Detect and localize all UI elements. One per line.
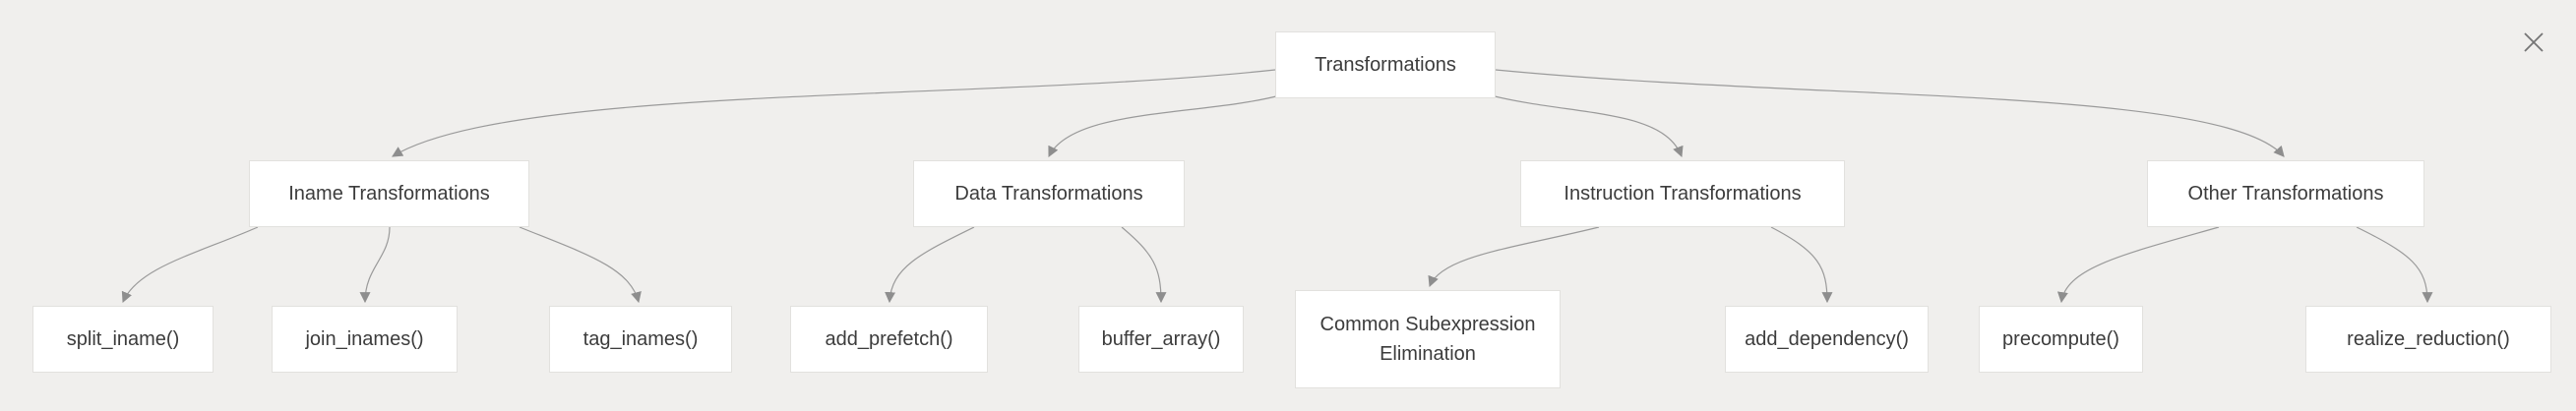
node-add-prefetch: add_prefetch() — [790, 306, 988, 373]
edge-data-to-buffer-array — [1121, 226, 1167, 304]
node-realize-reduction: realize_reduction() — [2305, 306, 2551, 373]
edge-iname-to-join-inames — [359, 226, 391, 304]
edge-iname-to-tag-inames — [519, 226, 642, 304]
edge-root-to-data — [1048, 94, 1281, 157]
edge-data-to-add-prefetch — [885, 226, 975, 304]
close-button[interactable] — [2515, 24, 2552, 61]
node-transformations: Transformations — [1275, 31, 1496, 98]
node-common-subexpression-elimination: Common Subexpression Elimination — [1295, 290, 1561, 388]
node-buffer-array: buffer_array() — [1078, 306, 1244, 373]
node-data-transformations: Data Transformations — [913, 160, 1185, 227]
node-iname-transformations: Iname Transformations — [249, 160, 529, 227]
edge-instruction-to-add-dependency — [1770, 226, 1833, 304]
edge-iname-to-split-iname — [121, 226, 259, 304]
node-tag-inames: tag_inames() — [549, 306, 732, 373]
edge-root-to-other — [1495, 69, 2285, 157]
node-split-iname: split_iname() — [32, 306, 214, 373]
close-icon — [2524, 32, 2544, 52]
node-other-transformations: Other Transformations — [2147, 160, 2424, 227]
edge-other-to-realize-reduction — [2356, 226, 2433, 304]
node-precompute: precompute() — [1979, 306, 2143, 373]
edge-other-to-precompute — [2056, 226, 2220, 304]
node-add-dependency: add_dependency() — [1725, 306, 1929, 373]
edge-root-to-instruction — [1490, 94, 1684, 158]
node-instruction-transformations: Instruction Transformations — [1520, 160, 1845, 227]
edge-instruction-to-cse — [1428, 226, 1600, 288]
node-join-inames: join_inames() — [272, 306, 458, 373]
edge-root-to-iname — [392, 69, 1276, 157]
